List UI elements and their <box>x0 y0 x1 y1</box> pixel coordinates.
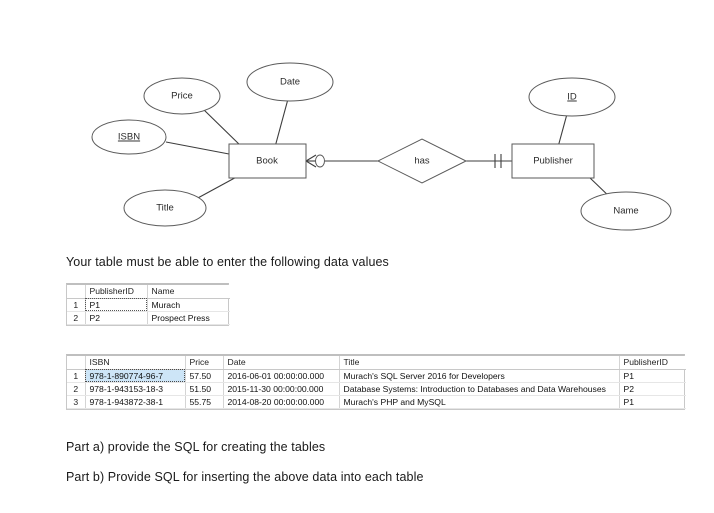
cell-name[interactable]: Prospect Press <box>147 311 230 325</box>
cell-isbn[interactable]: 978-1-943872-38-1 <box>85 395 186 409</box>
rownum-header <box>67 285 86 299</box>
attribute-isbn-label: ISBN <box>118 132 140 143</box>
cell-isbn[interactable]: 978-1-890774-96-7 <box>85 369 186 383</box>
cell-date[interactable]: 2014-08-20 00:00:00.000 <box>223 395 340 409</box>
table-header-row: ISBN Price Date Title PublisherID <box>67 356 686 370</box>
row-number: 2 <box>67 382 86 396</box>
publisher-results-grid[interactable]: PublisherID Name 1 P1 Murach 2 P2 Prospe… <box>66 283 230 326</box>
cell-publisherid[interactable]: P1 <box>619 369 686 383</box>
table-row[interactable]: 3 978-1-943872-38-1 55.75 2014-08-20 00:… <box>67 395 686 409</box>
row-number: 3 <box>67 395 86 409</box>
cell-name[interactable]: Murach <box>147 298 230 312</box>
attribute-name: Name <box>580 191 672 231</box>
intro-text: Your table must be able to enter the fol… <box>66 255 389 269</box>
column-header-isbn[interactable]: ISBN <box>85 356 186 370</box>
cell-price[interactable]: 51.50 <box>185 382 224 396</box>
cell-title[interactable]: Database Systems: Introduction to Databa… <box>339 382 620 396</box>
attribute-date-label: Date <box>280 77 300 88</box>
attribute-title-label: Title <box>156 203 174 214</box>
cell-date[interactable]: 2015-11-30 00:00:00.000 <box>223 382 340 396</box>
cell-isbn[interactable]: 978-1-943153-18-3 <box>85 382 186 396</box>
cell-price[interactable]: 55.75 <box>185 395 224 409</box>
table-row[interactable]: 2 978-1-943153-18-3 51.50 2015-11-30 00:… <box>67 382 686 396</box>
rownum-header <box>67 356 86 370</box>
book-results-grid[interactable]: ISBN Price Date Title PublisherID 1 978-… <box>66 354 686 410</box>
column-header-publisherid[interactable]: PublisherID <box>85 285 148 299</box>
table-header-row: PublisherID Name <box>67 285 230 299</box>
attribute-price-label: Price <box>171 91 193 102</box>
column-header-publisherid[interactable]: PublisherID <box>619 356 686 370</box>
edge-price-book <box>201 107 244 149</box>
cardinality-zero-or-many-icon <box>305 154 325 168</box>
table-row[interactable]: 1 P1 Murach <box>67 298 230 312</box>
relationship-has-label: has <box>414 156 430 167</box>
attribute-date: Date <box>246 62 334 102</box>
entity-publisher-label: Publisher <box>533 156 573 167</box>
edge-id-publisher <box>557 113 568 148</box>
cell-publisherid[interactable]: P1 <box>85 298 148 312</box>
attribute-id-label: ID <box>567 92 577 103</box>
column-header-title[interactable]: Title <box>339 356 620 370</box>
attribute-price: Price <box>143 77 221 115</box>
cell-price[interactable]: 57.50 <box>185 369 224 383</box>
column-header-date[interactable]: Date <box>223 356 340 370</box>
attribute-title: Title <box>123 189 207 227</box>
row-number: 1 <box>67 369 86 383</box>
table-row[interactable]: 2 P2 Prospect Press <box>67 311 230 325</box>
relationship-has: has <box>376 138 468 184</box>
er-diagram: Price Date ISBN Title ID Name Book <box>0 0 714 240</box>
row-number: 1 <box>67 298 86 312</box>
part-b-text: Part b) Provide SQL for inserting the ab… <box>66 470 424 484</box>
cell-title[interactable]: Murach's PHP and MySQL <box>339 395 620 409</box>
cell-publisherid[interactable]: P2 <box>619 382 686 396</box>
cell-publisherid[interactable]: P2 <box>85 311 148 325</box>
edge-isbn-book <box>165 141 230 155</box>
entity-book: Book <box>228 143 307 179</box>
cell-date[interactable]: 2016-06-01 00:00:00.000 <box>223 369 340 383</box>
attribute-id: ID <box>528 77 616 117</box>
column-header-price[interactable]: Price <box>185 356 224 370</box>
cardinality-exactly-one-icon <box>494 154 502 168</box>
cell-publisherid[interactable]: P1 <box>619 395 686 409</box>
part-a-text: Part a) provide the SQL for creating the… <box>66 440 326 454</box>
entity-publisher: Publisher <box>511 143 595 179</box>
edge-date-book <box>274 98 289 148</box>
attribute-isbn: ISBN <box>91 119 167 155</box>
attribute-name-label: Name <box>613 206 638 217</box>
column-header-name[interactable]: Name <box>147 285 230 299</box>
entity-book-label: Book <box>256 156 278 167</box>
row-number: 2 <box>67 311 86 325</box>
cell-title[interactable]: Murach's SQL Server 2016 for Developers <box>339 369 620 383</box>
table-row[interactable]: 1 978-1-890774-96-7 57.50 2016-06-01 00:… <box>67 369 686 383</box>
